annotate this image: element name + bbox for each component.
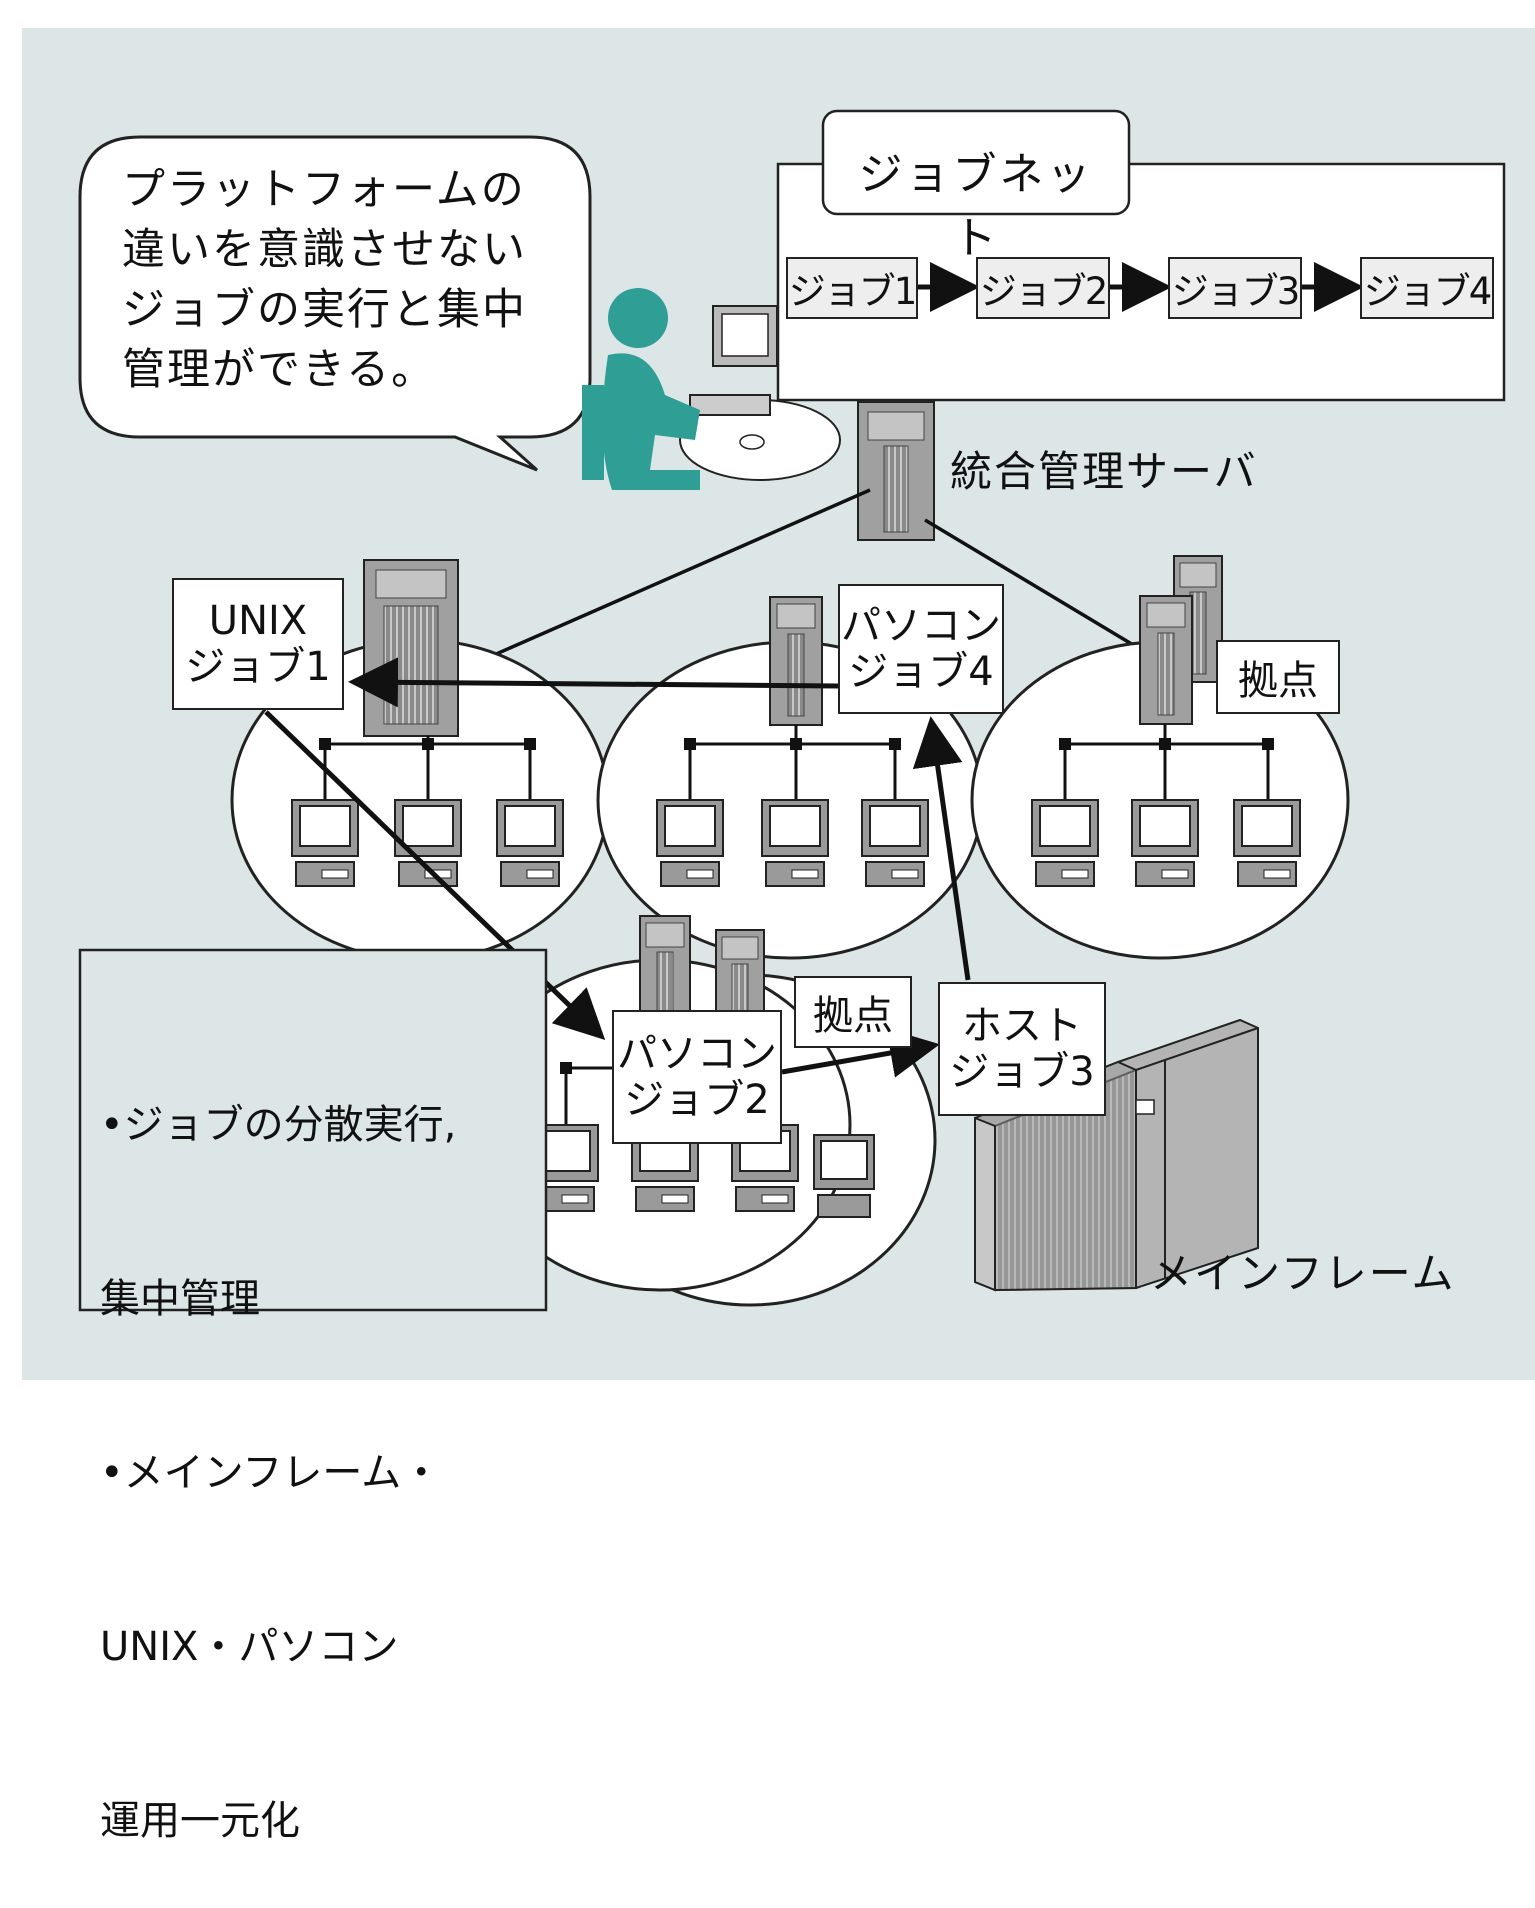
pc-terminals [291,799,1301,1218]
network-diagram [78,109,1506,1312]
jobnet-title: ジョブネット [858,149,1094,264]
arrow-job3-to-job4 [912,716,971,981]
unix-job-line-1: UNIX [208,598,308,644]
integration-server-icon [857,401,935,541]
feature-line-4: UNIX・パソコン [100,1624,399,1670]
unix-server-icon [363,559,459,737]
operator-person-icon [582,288,841,490]
jobnet-job-4: ジョブ4 [1360,257,1494,319]
jobnet-job-2: ジョブ2 [976,257,1110,319]
host-job3-line-1: ホスト [962,1003,1082,1049]
jobnet-job-3: ジョブ3 [1168,257,1302,319]
features-text: •ジョブの分散実行, 集中管理 •メインフレーム・ UNIX・パソコン 運用一元… [100,980,456,1908]
arrow-job2-to-job3 [781,1028,940,1078]
bubble-line-1: プラットフォームの [122,165,526,215]
host-job-3-box: ホスト ジョブ3 [938,982,1106,1116]
unix-job-line-2: ジョブ1 [185,644,331,690]
feature-line-3: •メインフレーム・ [100,1450,442,1496]
bubble-line-3: ジョブの実行と集中 [122,285,527,335]
lan-right [1059,724,1274,800]
mainframe-icon [974,1018,1259,1292]
link-server-unix [477,488,871,664]
right-site-server-icon [1139,555,1223,725]
pc-job4-line-1: パソコン [841,603,1001,649]
feature-line-5: 運用一元化 [100,1798,300,1844]
site-label-right: 拠点 [1216,640,1340,714]
feature-line-2: 集中管理 [100,1276,260,1322]
bubble-line-2: 違いを意識させない [122,225,527,275]
features-box-frame [78,948,548,1312]
host-job3-line-2: ジョブ3 [949,1049,1095,1095]
jobnet-job-1: ジョブ1 [786,257,918,319]
site-label-bottom: 拠点 [794,976,912,1048]
pc-job2-line-2: ジョブ2 [624,1077,770,1123]
unix-job-1-box: UNIX ジョブ1 [172,578,344,710]
pc-job-2-box: パソコン ジョブ2 [612,1010,782,1144]
center-server-icon [769,596,823,726]
speech-bubble-shape [78,135,592,472]
jobnet-title-box [821,109,1131,216]
arrow-job4-to-job1 [348,657,839,708]
bubble-line-4: 管理ができる。 [122,345,437,395]
pc-job-4-box: パソコン ジョブ4 [838,584,1004,714]
integration-server-label: 統合管理サーバ [950,447,1258,496]
speech-bubble-text: プラットフォームの 違いを意識させない ジョブの実行と集中 管理ができる。 [122,160,527,400]
pc-job4-line-2: ジョブ4 [848,649,994,695]
pc-job2-line-1: パソコン [617,1031,777,1077]
lan-center [684,725,901,800]
feature-line-1: •ジョブの分散実行, [100,1102,457,1148]
mainframe-label: メインフレーム [1150,1249,1456,1298]
link-server-site-right [924,518,1151,657]
